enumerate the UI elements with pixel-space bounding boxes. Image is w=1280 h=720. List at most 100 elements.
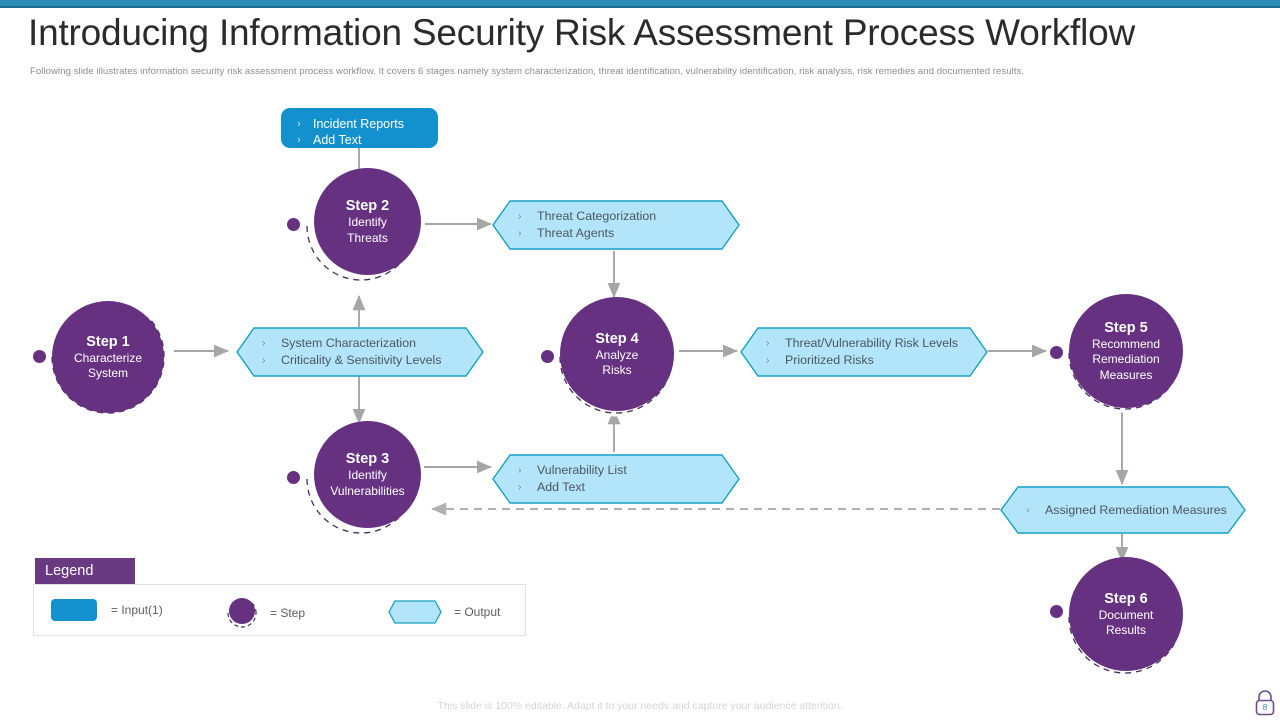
step-label-line: Measures (1099, 367, 1153, 382)
output-row: › Threat Agents (518, 225, 740, 242)
legend-step-swatch (227, 598, 257, 628)
step-3-disc: Step 3 Identify Vulnerabilities (314, 421, 421, 528)
output-row: › Threat/Vulnerability Risk Levels (766, 335, 988, 352)
output-row: › Assigned Remediation Measures (1026, 502, 1246, 519)
chevron-right-icon: › (297, 118, 301, 130)
hexagon-shape (1000, 486, 1246, 534)
step-label-line: Analyze (595, 347, 639, 362)
step-6-dot (1050, 605, 1063, 618)
step-5-dot (1050, 346, 1063, 359)
step-label-line: Remediation (1092, 352, 1160, 367)
page-subtitle: Following slide illustrates information … (30, 66, 1025, 77)
output-assigned-remediation[interactable]: › Assigned Remediation Measures (1000, 486, 1246, 534)
legend-item-label: = Step (270, 606, 306, 620)
output-row-label: Threat/Vulnerability Risk Levels (785, 336, 959, 350)
step-label-line: Identify (348, 468, 387, 482)
chevron-right-icon: › (518, 210, 522, 222)
hexagon-shape (492, 200, 740, 250)
legend-input-swatch (51, 599, 97, 621)
legend-item-output: = Output (388, 600, 500, 624)
step-number: Step 3 (345, 451, 390, 467)
step-label-line: Risks (602, 363, 632, 377)
step-3-dot (287, 471, 300, 484)
top-accent-bar-dark (0, 6, 1280, 8)
output-row: › Prioritized Risks (766, 352, 988, 369)
footer-note: This slide is 100% editable. Adapt it to… (437, 700, 843, 712)
chevron-right-icon: › (1026, 503, 1030, 516)
legend-item-label: = Input(1) (111, 603, 163, 617)
chevron-right-icon: › (766, 354, 770, 366)
chevron-right-icon: › (766, 337, 770, 349)
step-number: Step 6 (1104, 590, 1148, 607)
step-4[interactable]: Step 4 Analyze Risks (536, 283, 706, 423)
step-label-line: Vulnerabilities (330, 483, 405, 498)
legend-title: Legend (45, 563, 94, 579)
output-row: › Criticality & Sensitivity Levels (262, 352, 484, 369)
input-row: › Add Text (297, 132, 426, 148)
padlock-icon: 8 (1255, 690, 1275, 716)
output-row-label: Vulnerability List (537, 463, 627, 477)
legend-body (33, 584, 526, 636)
chevron-right-icon: › (518, 227, 522, 239)
step-2-disc: Step 2 Identify Threats (314, 168, 421, 275)
legend-title-tab: Legend (35, 558, 135, 584)
output-row: › Vulnerability List (518, 462, 740, 479)
output-row-label: Add Text (537, 480, 585, 494)
step-1-dot (33, 350, 46, 363)
legend-output-swatch (388, 600, 442, 624)
step-4-dot (541, 350, 554, 363)
input-row-label: Add Text (313, 133, 362, 147)
step-2-dot (287, 218, 300, 231)
output-row-label: Assigned Remediation Measures (1045, 502, 1227, 517)
output-vulnerability-list[interactable]: › Vulnerability List › Add Text (492, 454, 740, 504)
step-1[interactable]: Step 1 Characterize System (28, 282, 198, 422)
input-row: › Incident Reports (297, 116, 426, 132)
hexagon-shape (236, 327, 484, 377)
output-row-label: Threat Agents (537, 226, 615, 240)
output-row-label: Prioritized Risks (785, 353, 874, 367)
step-5[interactable]: Step 5 Recommend Remediation Measures (1045, 283, 1215, 423)
output-row: › Threat Categorization (518, 208, 740, 225)
legend-item-step: = Step (222, 596, 305, 630)
incident-reports-input-box[interactable]: › Incident Reports › Add Text (281, 108, 438, 148)
step-number: Step 1 (86, 333, 130, 350)
output-threat-categorization[interactable]: › Threat Categorization › Threat Agents (492, 200, 740, 250)
step-6-disc: Step 6 Document Results (1069, 557, 1183, 671)
step-label-line: System (87, 366, 128, 380)
output-system-characterization[interactable]: › System Characterization › Criticality … (236, 327, 484, 377)
chevron-right-icon: › (262, 337, 266, 349)
hexagon-shape (740, 327, 988, 377)
output-row: › Add Text (518, 479, 740, 496)
chevron-right-icon: › (518, 481, 522, 493)
step-label-line: Document (1098, 607, 1154, 622)
step-label-line: Threats (347, 230, 388, 245)
step-2[interactable]: Step 2 Identify Threats (283, 160, 443, 295)
output-row-label: Threat Categorization (537, 209, 657, 223)
step-5-disc: Step 5 Recommend Remediation Measures (1069, 294, 1183, 408)
page-title: Introducing Information Security Risk As… (28, 12, 1136, 53)
legend-item-label: = Output (454, 605, 501, 619)
svg-text:8: 8 (1263, 703, 1268, 712)
step-label-line: Recommend (1091, 336, 1161, 351)
step-1-disc: Step 1 Characterize System (52, 301, 164, 413)
output-row-label: System Characterization (281, 336, 416, 350)
step-number: Step 2 (345, 198, 390, 214)
step-number: Step 5 (1104, 319, 1148, 336)
output-row-label: Criticality & Sensitivity Levels (281, 353, 442, 367)
step-label-line: Characterize (73, 350, 143, 365)
step-4-disc: Step 4 Analyze Risks (560, 297, 674, 411)
step-6[interactable]: Step 6 Document Results (1045, 543, 1215, 683)
step-label-line: Identify (348, 215, 387, 229)
output-risk-levels[interactable]: › Threat/Vulnerability Risk Levels › Pri… (740, 327, 988, 377)
step-3[interactable]: Step 3 Identify Vulnerabilities (283, 413, 443, 548)
chevron-right-icon: › (262, 354, 266, 366)
chevron-right-icon: › (518, 464, 522, 476)
top-accent-bar (0, 0, 1280, 6)
chevron-right-icon: › (297, 134, 301, 146)
input-row-label: Incident Reports (313, 117, 405, 131)
legend-item-input: = Input(1) (51, 599, 163, 621)
output-row: › System Characterization (262, 335, 484, 352)
hexagon-shape (492, 454, 740, 504)
step-label-line: Results (1105, 623, 1146, 637)
